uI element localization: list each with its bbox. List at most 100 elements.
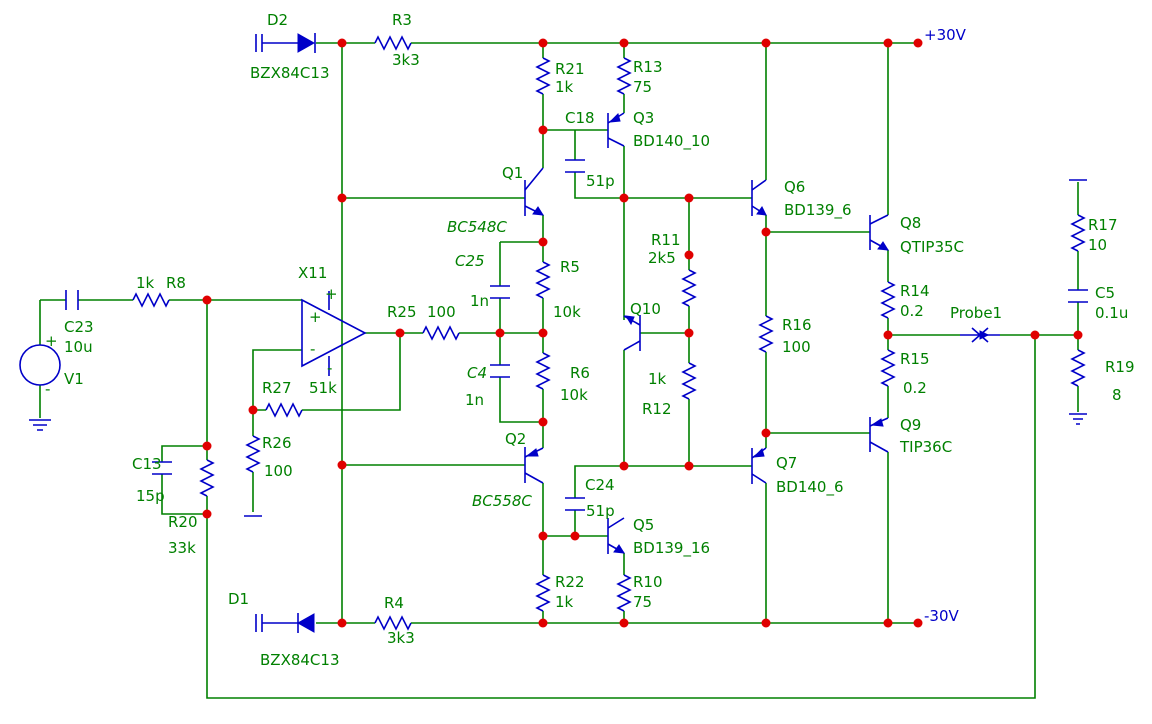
r15-label: R15 xyxy=(900,350,930,368)
r5-resistor xyxy=(536,261,550,299)
r4-resistor xyxy=(374,616,412,630)
q3-label: Q3 xyxy=(633,109,654,127)
r17-value: 10 xyxy=(1088,236,1107,254)
junction-dot xyxy=(619,618,629,628)
r8-value: 1k xyxy=(136,274,155,292)
c18-capacitor xyxy=(565,159,585,173)
q10-transistor xyxy=(623,315,641,351)
r22-value: 1k xyxy=(555,593,574,611)
r26-value: 100 xyxy=(264,462,293,480)
v1-minus-mark: - xyxy=(45,380,50,398)
junction-dot xyxy=(684,250,694,260)
vpos-terminal xyxy=(913,38,923,48)
r20-resistor xyxy=(200,459,214,497)
junction-dot xyxy=(248,405,258,415)
q5-transistor xyxy=(607,517,625,554)
r5-label: R5 xyxy=(560,258,580,276)
c23-value: 10u xyxy=(64,338,93,356)
junction-dot xyxy=(538,531,548,541)
r11-label: R11 xyxy=(651,231,681,249)
r12-label: R12 xyxy=(642,400,672,418)
c5-label: C5 xyxy=(1095,284,1115,302)
r6-value: 10k xyxy=(560,386,588,404)
junction-dot xyxy=(761,618,771,628)
opamp-minus-pin: - xyxy=(327,359,332,377)
c5-value: 0.1u xyxy=(1095,304,1128,322)
c13-value: 15p xyxy=(136,487,165,505)
c25-label: C25 xyxy=(455,252,485,270)
q10-label: Q10 xyxy=(630,300,661,318)
r25-label: R25 xyxy=(387,303,417,321)
q1-transistor xyxy=(524,167,544,216)
d1-part: BZX84C13 xyxy=(260,651,340,669)
r19-resistor xyxy=(1071,349,1085,387)
r6-label: R6 xyxy=(570,364,590,382)
q2-part: BC558C xyxy=(472,492,532,510)
r8-label: R8 xyxy=(166,274,186,292)
junction-dot xyxy=(202,441,212,451)
capacitors xyxy=(65,159,1088,511)
opamp-plus-pin: + xyxy=(325,285,338,303)
q7-transistor xyxy=(751,447,767,484)
junction-dot xyxy=(202,295,212,305)
r3-resistor xyxy=(374,36,412,50)
junction-dot xyxy=(538,417,548,427)
c4-value: 1n xyxy=(465,391,484,409)
junction-dot xyxy=(883,330,893,340)
c25-capacitor xyxy=(490,285,510,299)
c13-capacitor xyxy=(152,461,172,475)
r10-value: 75 xyxy=(633,593,652,611)
r13-label: R13 xyxy=(633,58,663,76)
c25-value: 1n xyxy=(470,292,489,310)
junction-dot xyxy=(619,38,629,48)
r3-label: R3 xyxy=(392,11,412,29)
r13-value: 75 xyxy=(633,78,652,96)
c24-capacitor xyxy=(565,497,585,511)
r14-label: R14 xyxy=(900,282,930,300)
q9-label: Q9 xyxy=(900,416,921,434)
junction-dot xyxy=(538,237,548,247)
r25-resistor xyxy=(422,326,460,340)
r20-value: 33k xyxy=(168,539,196,557)
r10-resistor xyxy=(617,574,631,612)
r10-label: R10 xyxy=(633,573,663,591)
vneg-terminal xyxy=(913,618,923,628)
junction-dot xyxy=(761,227,771,237)
vneg-label: -30V xyxy=(924,607,959,625)
c18-value: 51p xyxy=(586,172,615,190)
junction-dot xyxy=(337,38,347,48)
d2-diode xyxy=(255,33,316,53)
r13-resistor xyxy=(617,57,631,95)
r16-value: 100 xyxy=(782,338,811,356)
c5-capacitor xyxy=(1068,289,1088,303)
c23-label: C23 xyxy=(64,318,94,336)
q7-part: BD140_6 xyxy=(776,478,844,497)
q6-transistor xyxy=(751,179,767,216)
r19-label: R19 xyxy=(1105,358,1135,376)
junction-dot xyxy=(538,618,548,628)
r4-value: 3k3 xyxy=(387,629,415,647)
r17-label: R17 xyxy=(1088,216,1118,234)
vpos-label: +30V xyxy=(924,26,967,44)
opamp-noninv-mark: + xyxy=(309,308,322,326)
r3-value: 3k3 xyxy=(392,51,420,69)
junction-dot xyxy=(619,193,629,203)
junction-dot xyxy=(619,461,629,471)
r5-value: 10k xyxy=(553,303,581,321)
r12-resistor xyxy=(682,362,696,400)
r11-value: 2k5 xyxy=(648,249,676,267)
junction-dot xyxy=(761,428,771,438)
r16-label: R16 xyxy=(782,316,812,334)
junction-dot xyxy=(684,193,694,203)
r15-resistor xyxy=(881,349,895,387)
diodes xyxy=(255,33,316,633)
c4-label: C4 xyxy=(467,364,487,382)
r6-resistor xyxy=(536,352,550,390)
c24-label: C24 xyxy=(585,476,615,494)
probe1-label: Probe1 xyxy=(950,304,1002,322)
r8-resistor xyxy=(132,293,170,307)
r17-resistor xyxy=(1071,214,1085,252)
r19-ground xyxy=(1069,413,1087,425)
r27-resistor xyxy=(265,403,303,417)
